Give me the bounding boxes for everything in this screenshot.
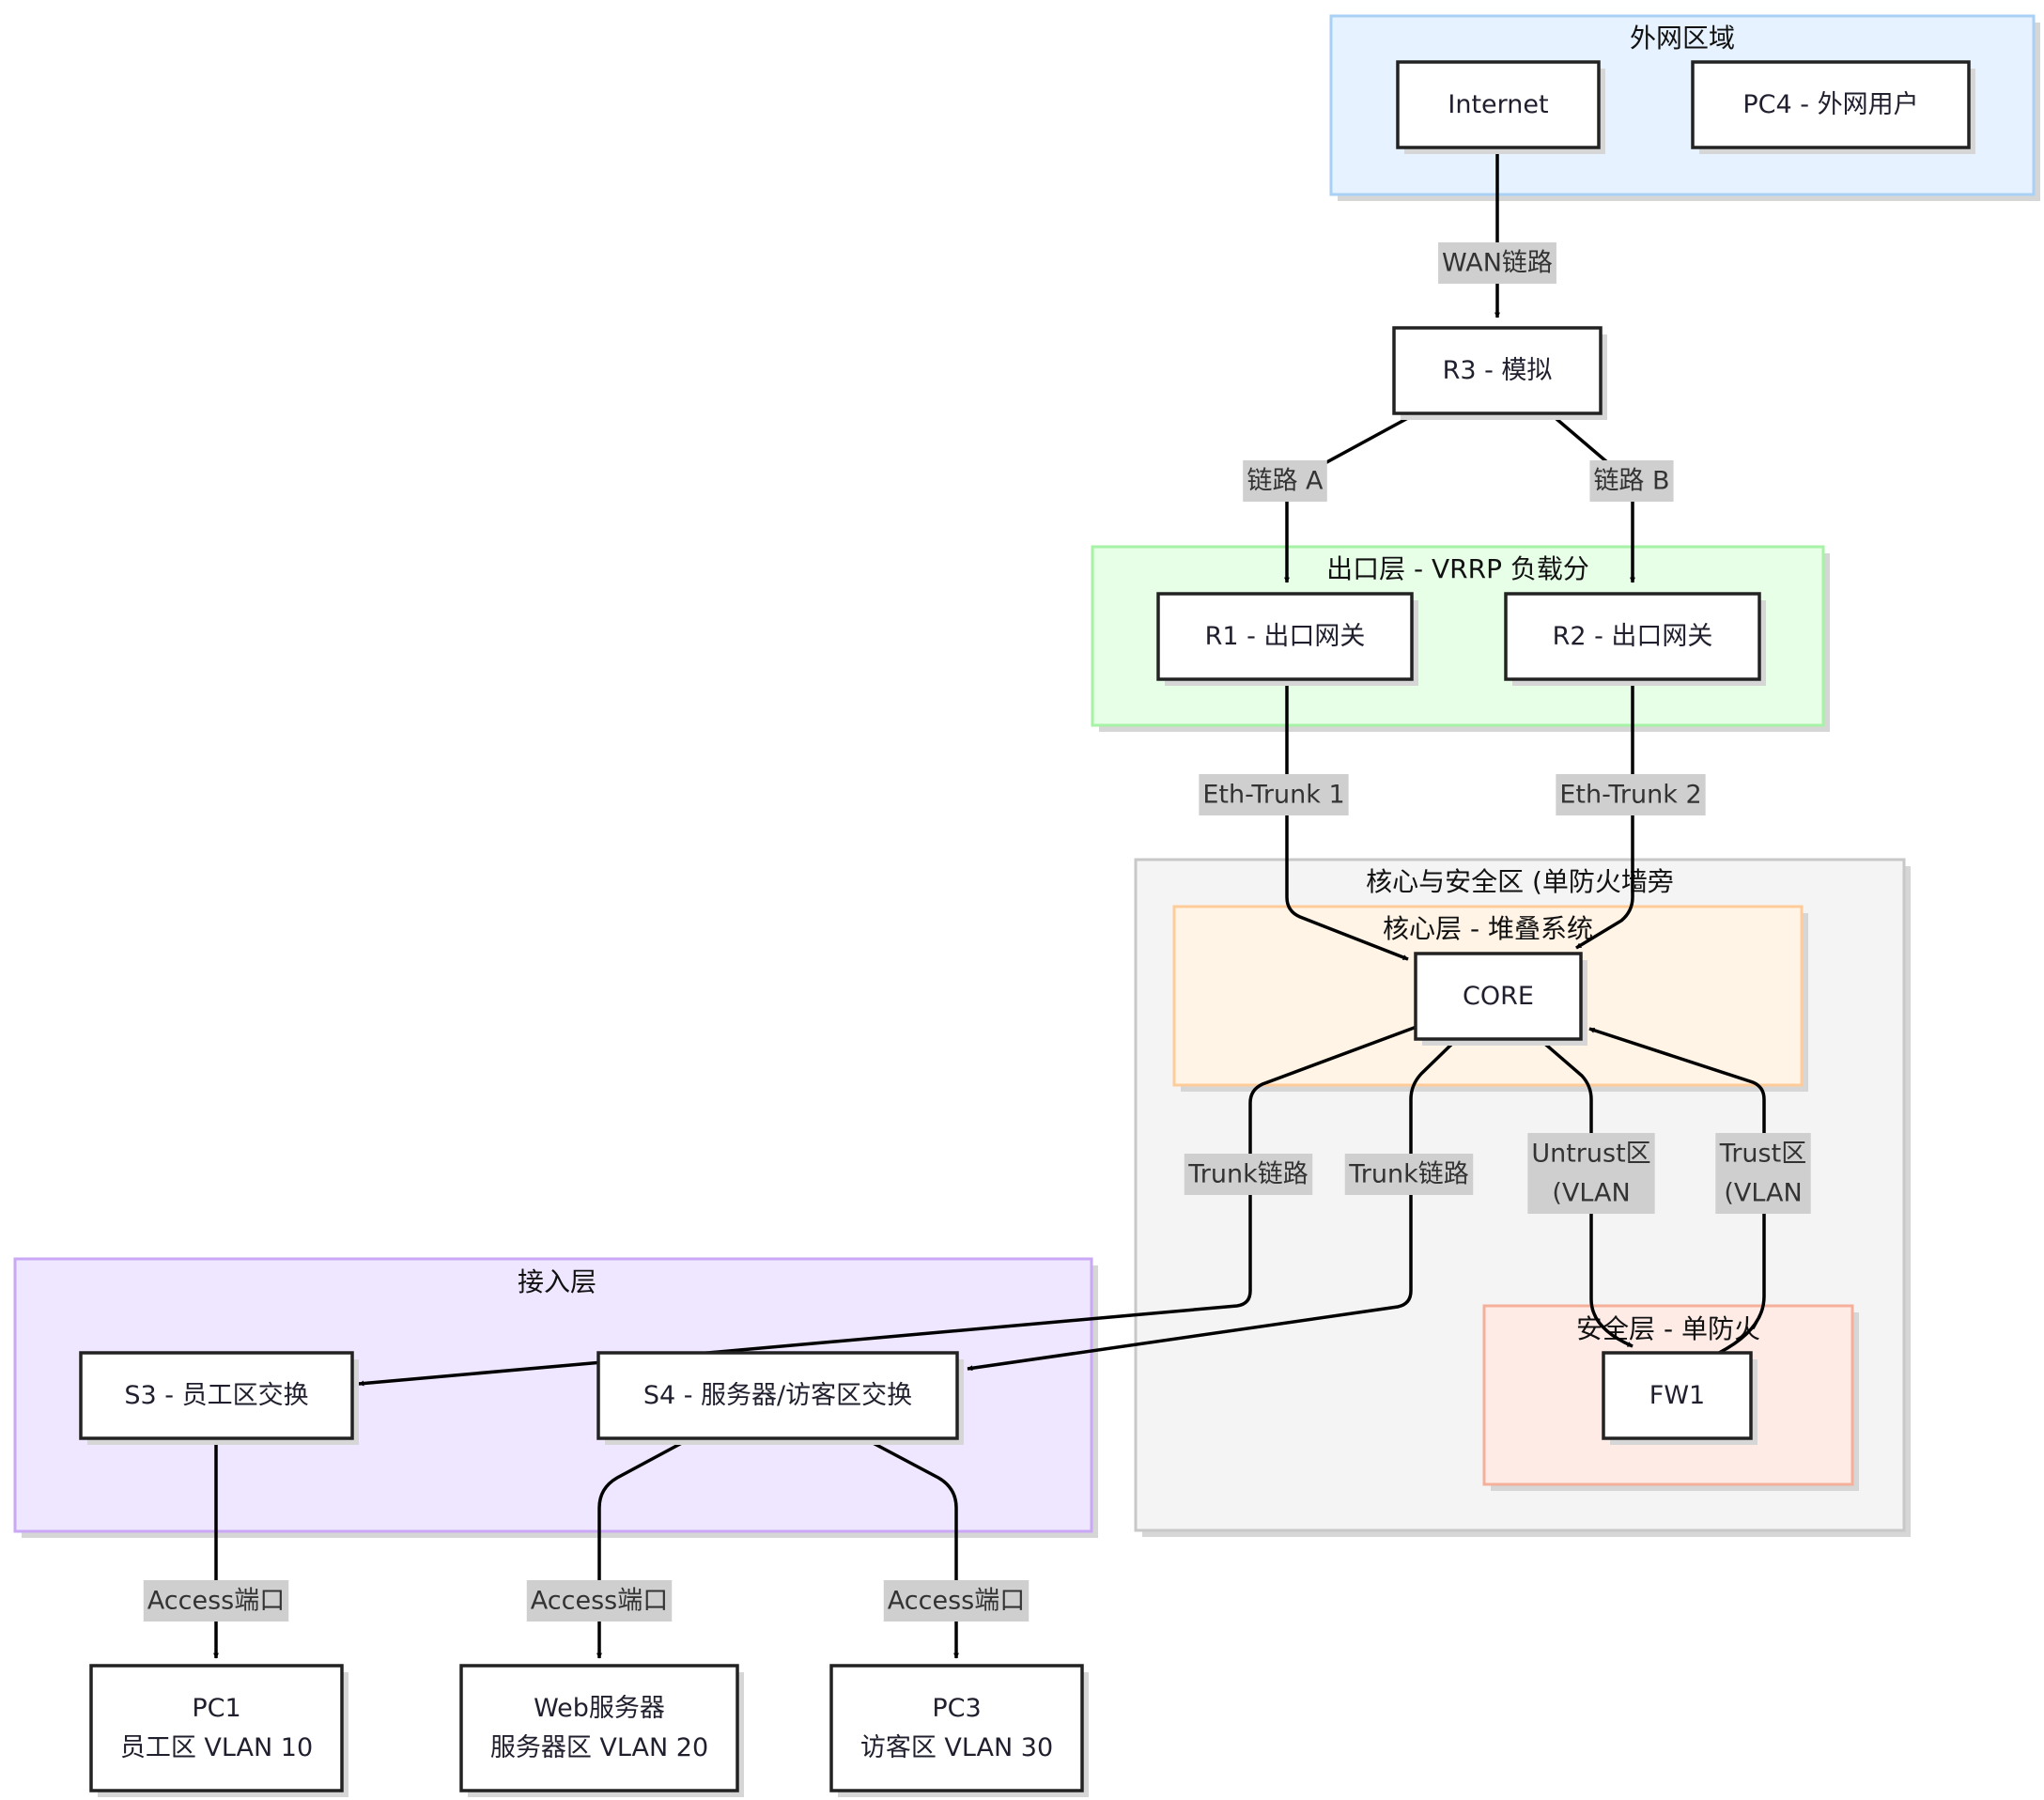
edge-label-line: Access端口 — [888, 1587, 1025, 1616]
node-r3-simulated[interactable]: R3 - 模拟 — [1392, 326, 1607, 420]
node-label: 服务器区 VLAN 20 — [490, 1733, 708, 1762]
edge-access-pc3 — [861, 1435, 959, 1659]
node-box[interactable] — [89, 1664, 344, 1792]
edge-label-wan: WAN链路 — [1438, 242, 1556, 284]
nodes: Internet PC4 - 外网用户 R3 - 模拟 R1 - 出口网关 R2… — [79, 60, 1975, 1797]
node-box[interactable] — [459, 1664, 739, 1792]
node-label: Internet — [1448, 90, 1548, 119]
edge-label-untrust: Untrust区 (VLAN — [1527, 1133, 1655, 1214]
node-label: FW1 — [1649, 1381, 1705, 1410]
edge-trust — [1588, 1027, 1766, 1355]
node-label: CORE — [1463, 982, 1534, 1011]
node-box[interactable] — [1602, 1351, 1753, 1440]
edge-eth-trunk-1 — [1285, 679, 1409, 961]
node-r2-egress-gateway[interactable]: R2 - 出口网关 — [1504, 592, 1766, 686]
zone-access-title: 接入层 — [518, 1266, 596, 1297]
edge-label-line: Access端口 — [147, 1587, 285, 1616]
node-label: R3 - 模拟 — [1443, 356, 1553, 385]
node-box[interactable] — [1504, 592, 1761, 681]
node-pc4-external-user[interactable]: PC4 - 外网用户 — [1691, 60, 1975, 154]
edge-label-access-pc1: Access端口 — [143, 1580, 289, 1622]
zone-core-security-title: 核心与安全区 (单防火墙旁 — [1366, 866, 1674, 897]
edge-label-line: Trunk链路 — [1348, 1160, 1469, 1189]
edge-label-line: Trust区 — [1719, 1140, 1806, 1169]
edge-label-background — [526, 1580, 673, 1622]
node-core[interactable]: CORE — [1414, 952, 1587, 1046]
node-internet[interactable]: Internet — [1396, 60, 1605, 154]
edge-label-background — [1527, 1133, 1655, 1214]
node-label: PC3 — [932, 1694, 981, 1723]
edge-label-trunk-s4: Trunk链路 — [1344, 1154, 1474, 1195]
edge-label-background — [1589, 460, 1674, 502]
node-box[interactable] — [829, 1664, 1084, 1792]
node-label: PC1 — [192, 1694, 240, 1723]
node-box[interactable] — [1156, 592, 1414, 681]
edge-label-line: Trunk链路 — [1187, 1160, 1308, 1189]
edges — [213, 147, 1766, 1659]
node-label: R1 - 出口网关 — [1205, 622, 1366, 651]
edge-label-line: Eth-Trunk 1 — [1202, 781, 1344, 810]
edge-label-line: Eth-Trunk 2 — [1559, 781, 1701, 810]
node-r1-egress-gateway[interactable]: R1 - 出口网关 — [1156, 592, 1418, 686]
edge-access-web — [596, 1435, 693, 1659]
edge-trunk-s3 — [358, 1025, 1417, 1387]
node-label: 访客区 VLAN 30 — [860, 1733, 1053, 1762]
node-label: PC4 - 外网用户 — [1742, 90, 1918, 119]
edge-label-background — [883, 1580, 1030, 1622]
edge-label-access-web: Access端口 — [526, 1580, 673, 1622]
edge-label-line: 链路 B — [1593, 467, 1669, 496]
node-box[interactable] — [1414, 952, 1583, 1041]
edge-label-background — [1438, 242, 1556, 284]
edge-label-link-a: 链路 A — [1243, 460, 1327, 502]
edge-label-line: WAN链路 — [1442, 249, 1553, 278]
node-pc1[interactable]: PC1 员工区 VLAN 10 — [89, 1664, 348, 1797]
node-s4-server-guest-switch[interactable]: S4 - 服务器/访客区交换 — [596, 1351, 964, 1445]
zone-egress-title: 出口层 - VRRP 负载分 — [1326, 553, 1589, 584]
edge-labels: WAN链路 链路 A 链路 B Eth-Trunk 1 Eth-Trunk 2 … — [143, 242, 1811, 1622]
node-label: S4 - 服务器/访客区交换 — [643, 1381, 912, 1410]
edge-label-line: Untrust区 — [1531, 1140, 1650, 1169]
node-s3-staff-switch[interactable]: S3 - 员工区交换 — [79, 1351, 359, 1445]
node-pc3[interactable]: PC3 访客区 VLAN 30 — [829, 1664, 1089, 1797]
node-box[interactable] — [1396, 60, 1601, 149]
edge-label-background — [1199, 774, 1349, 815]
node-box[interactable] — [596, 1351, 959, 1440]
edge-label-trust: Trust区 (VLAN — [1715, 1133, 1811, 1214]
node-label: 员工区 VLAN 10 — [120, 1733, 313, 1762]
edge-label-eth-trunk-1: Eth-Trunk 1 — [1199, 774, 1349, 815]
edge-label-line: (VLAN — [1552, 1179, 1630, 1208]
node-label: R2 - 出口网关 — [1553, 622, 1713, 651]
edge-label-eth-trunk-2: Eth-Trunk 2 — [1556, 774, 1706, 815]
node-box[interactable] — [1691, 60, 1971, 149]
edge-label-background — [1715, 1133, 1811, 1214]
edge-label-link-b: 链路 B — [1589, 460, 1674, 502]
node-label: S3 - 员工区交换 — [124, 1381, 308, 1410]
node-fw1[interactable]: FW1 — [1602, 1351, 1758, 1445]
node-box[interactable] — [79, 1351, 354, 1440]
edge-eth-trunk-2 — [1575, 679, 1634, 950]
node-label: Web服务器 — [534, 1694, 665, 1723]
edge-label-line: (VLAN — [1724, 1179, 1802, 1208]
edge-label-background — [143, 1580, 289, 1622]
edge-label-background — [1556, 774, 1706, 815]
zone-core-title: 核心层 - 堆叠系统 — [1383, 913, 1593, 944]
edge-label-background — [1184, 1154, 1313, 1195]
edge-label-background — [1243, 460, 1327, 502]
edge-label-background — [1344, 1154, 1474, 1195]
zone-external-title: 外网区域 — [1630, 23, 1735, 54]
edge-label-line: 链路 A — [1247, 467, 1324, 496]
edge-label-access-pc3: Access端口 — [883, 1580, 1030, 1622]
edge-label-line: Access端口 — [531, 1587, 668, 1616]
node-box[interactable] — [1392, 326, 1603, 415]
edge-label-trunk-s3: Trunk链路 — [1184, 1154, 1313, 1195]
